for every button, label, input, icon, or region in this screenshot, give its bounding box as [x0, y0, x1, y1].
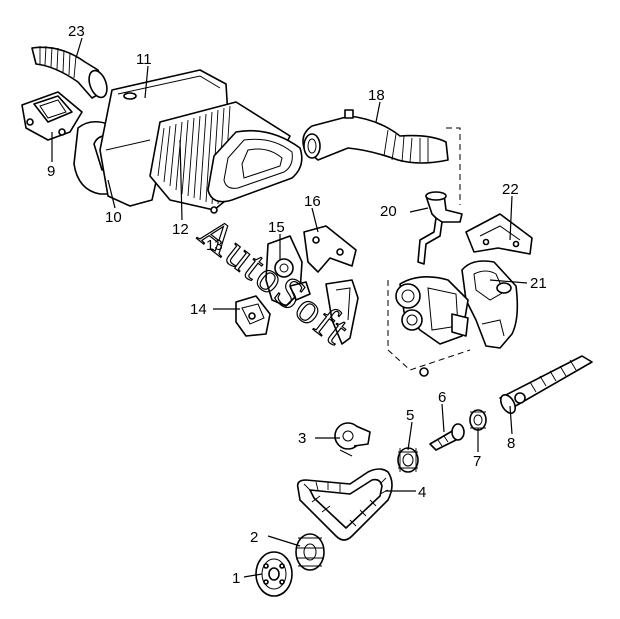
- part-13-filter-cover: [207, 129, 303, 214]
- part-23-corrugated-hose: [31, 45, 108, 99]
- part-1-crank-pulley: [255, 551, 293, 597]
- part-14-mount: [235, 295, 271, 337]
- callout-13: 13: [206, 237, 223, 254]
- callout-5: 5: [406, 407, 414, 424]
- callout-15: 15: [268, 219, 285, 236]
- callout-6: 6: [438, 389, 446, 406]
- callout-7: 7: [473, 453, 481, 470]
- callout-21: 21: [530, 275, 547, 292]
- callout-10: 10: [105, 209, 122, 226]
- callout-3: 3: [298, 430, 306, 447]
- callout-2: 2: [250, 529, 258, 546]
- callout-23: 23: [68, 23, 85, 40]
- callout-14: 14: [190, 301, 207, 318]
- part-16-bracket: [303, 225, 359, 345]
- part-22-heat-shield: [465, 213, 533, 255]
- callout-16: 16: [304, 193, 321, 210]
- part-18-intake-duct: [302, 109, 461, 205]
- part-6-shaft: [429, 423, 465, 451]
- callout-12: 12: [172, 221, 189, 238]
- callout-20: 20: [380, 203, 397, 220]
- callout-11: 11: [136, 51, 152, 68]
- callout-labels: 23 11 18 9 10 12 13 16 20 22 15 21 14 5 …: [47, 23, 547, 587]
- part-15-pump: [265, 235, 311, 307]
- callout-8: 8: [507, 435, 515, 452]
- part-3-tensioner: [334, 422, 371, 457]
- part-19-turbocharger: [387, 276, 471, 377]
- part-20-breather-pipe: [417, 191, 463, 265]
- callout-18: 18: [368, 87, 385, 104]
- part-2-toothed-pulley: [295, 533, 325, 571]
- part-7-gear: [469, 409, 487, 431]
- callout-4: 4: [418, 484, 426, 501]
- part-5-sprocket: [397, 447, 419, 473]
- part-21-exhaust-manifold: [461, 260, 519, 349]
- callout-9: 9: [47, 163, 55, 180]
- callout-22: 22: [502, 181, 519, 198]
- part-4-timing-belt: [296, 468, 393, 541]
- leader-lines: [51, 37, 528, 578]
- part-9-inlet-flange: [21, 91, 83, 141]
- part-8-shaft: [499, 355, 593, 414]
- callout-1: 1: [232, 570, 240, 587]
